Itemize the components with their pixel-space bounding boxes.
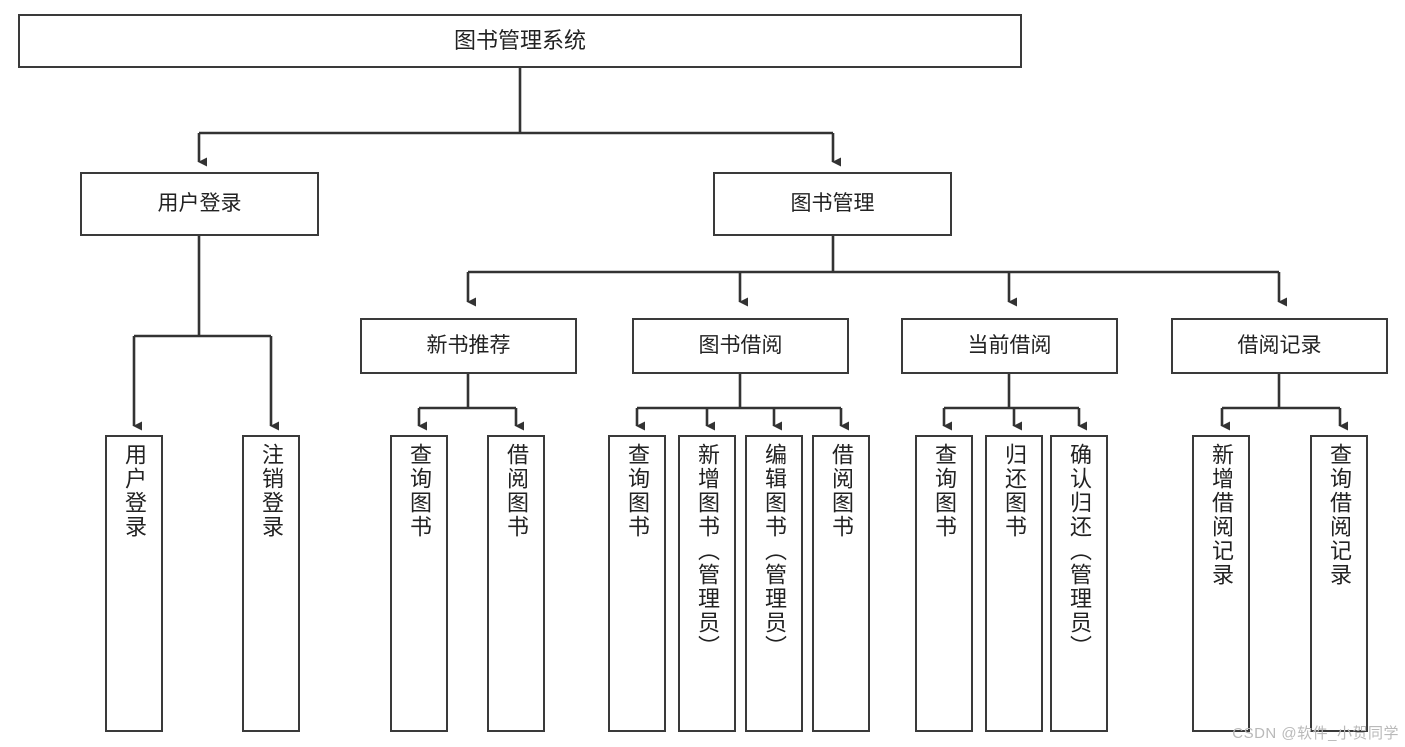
leaf-confirm-return-admin[interactable]: 确认归还（管理员） xyxy=(1050,435,1108,732)
node-current-borrow-label: 当前借阅 xyxy=(967,333,1052,357)
leaf-query-borrow-record[interactable]: 查询借阅记录 xyxy=(1310,435,1368,732)
node-root-label: 图书管理系统 xyxy=(453,28,586,54)
leaf-borrow-query-book[interactable]: 查询图书 xyxy=(608,435,666,732)
node-root[interactable]: 图书管理系统 xyxy=(18,14,1022,68)
leaf-borrow-book[interactable]: 借阅图书 xyxy=(812,435,870,732)
node-book-borrow[interactable]: 图书借阅 xyxy=(632,318,849,374)
leaf-current-query-book[interactable]: 查询图书 xyxy=(915,435,973,732)
node-current-borrow[interactable]: 当前借阅 xyxy=(901,318,1118,374)
node-new-book-recommend[interactable]: 新书推荐 xyxy=(360,318,577,374)
csdn-watermark: CSDN @软件_小贺同学 xyxy=(1232,725,1399,742)
leaf-new-borrow-book-label: 借阅图书 xyxy=(504,443,529,539)
leaf-user-logout[interactable]: 注销登录 xyxy=(242,435,300,732)
node-user-login-label: 用户登录 xyxy=(157,191,242,215)
leaf-add-book-admin[interactable]: 新增图书（管理员） xyxy=(678,435,736,732)
leaf-borrow-query-book-label: 查询图书 xyxy=(625,443,650,539)
leaf-new-query-book[interactable]: 查询图书 xyxy=(390,435,448,732)
leaf-user-logout-label: 注销登录 xyxy=(259,443,284,539)
node-book-borrow-label: 图书借阅 xyxy=(698,333,783,357)
node-borrow-records[interactable]: 借阅记录 xyxy=(1171,318,1388,374)
leaf-return-book[interactable]: 归还图书 xyxy=(985,435,1043,732)
node-book-management-label: 图书管理 xyxy=(790,191,875,215)
leaf-edit-book-admin[interactable]: 编辑图书（管理员） xyxy=(745,435,803,732)
leaf-current-query-book-label: 查询图书 xyxy=(932,443,957,539)
leaf-add-book-admin-label: 新增图书（管理员） xyxy=(695,443,720,659)
leaf-confirm-return-admin-label: 确认归还（管理员） xyxy=(1067,443,1092,659)
leaf-add-borrow-record-label: 新增借阅记录 xyxy=(1209,443,1234,587)
node-user-login[interactable]: 用户登录 xyxy=(80,172,319,236)
node-new-book-recommend-label: 新书推荐 xyxy=(426,333,511,357)
leaf-edit-book-admin-label: 编辑图书（管理员） xyxy=(762,443,787,659)
leaf-user-login[interactable]: 用户登录 xyxy=(105,435,163,732)
leaf-borrow-book-label: 借阅图书 xyxy=(829,443,854,539)
node-book-management[interactable]: 图书管理 xyxy=(713,172,952,236)
leaf-new-borrow-book[interactable]: 借阅图书 xyxy=(487,435,545,732)
leaf-add-borrow-record[interactable]: 新增借阅记录 xyxy=(1192,435,1250,732)
leaf-user-login-label: 用户登录 xyxy=(122,443,147,539)
leaf-query-borrow-record-label: 查询借阅记录 xyxy=(1327,443,1352,587)
leaf-new-query-book-label: 查询图书 xyxy=(407,443,432,539)
leaf-return-book-label: 归还图书 xyxy=(1002,443,1027,539)
node-borrow-records-label: 借阅记录 xyxy=(1237,333,1322,357)
